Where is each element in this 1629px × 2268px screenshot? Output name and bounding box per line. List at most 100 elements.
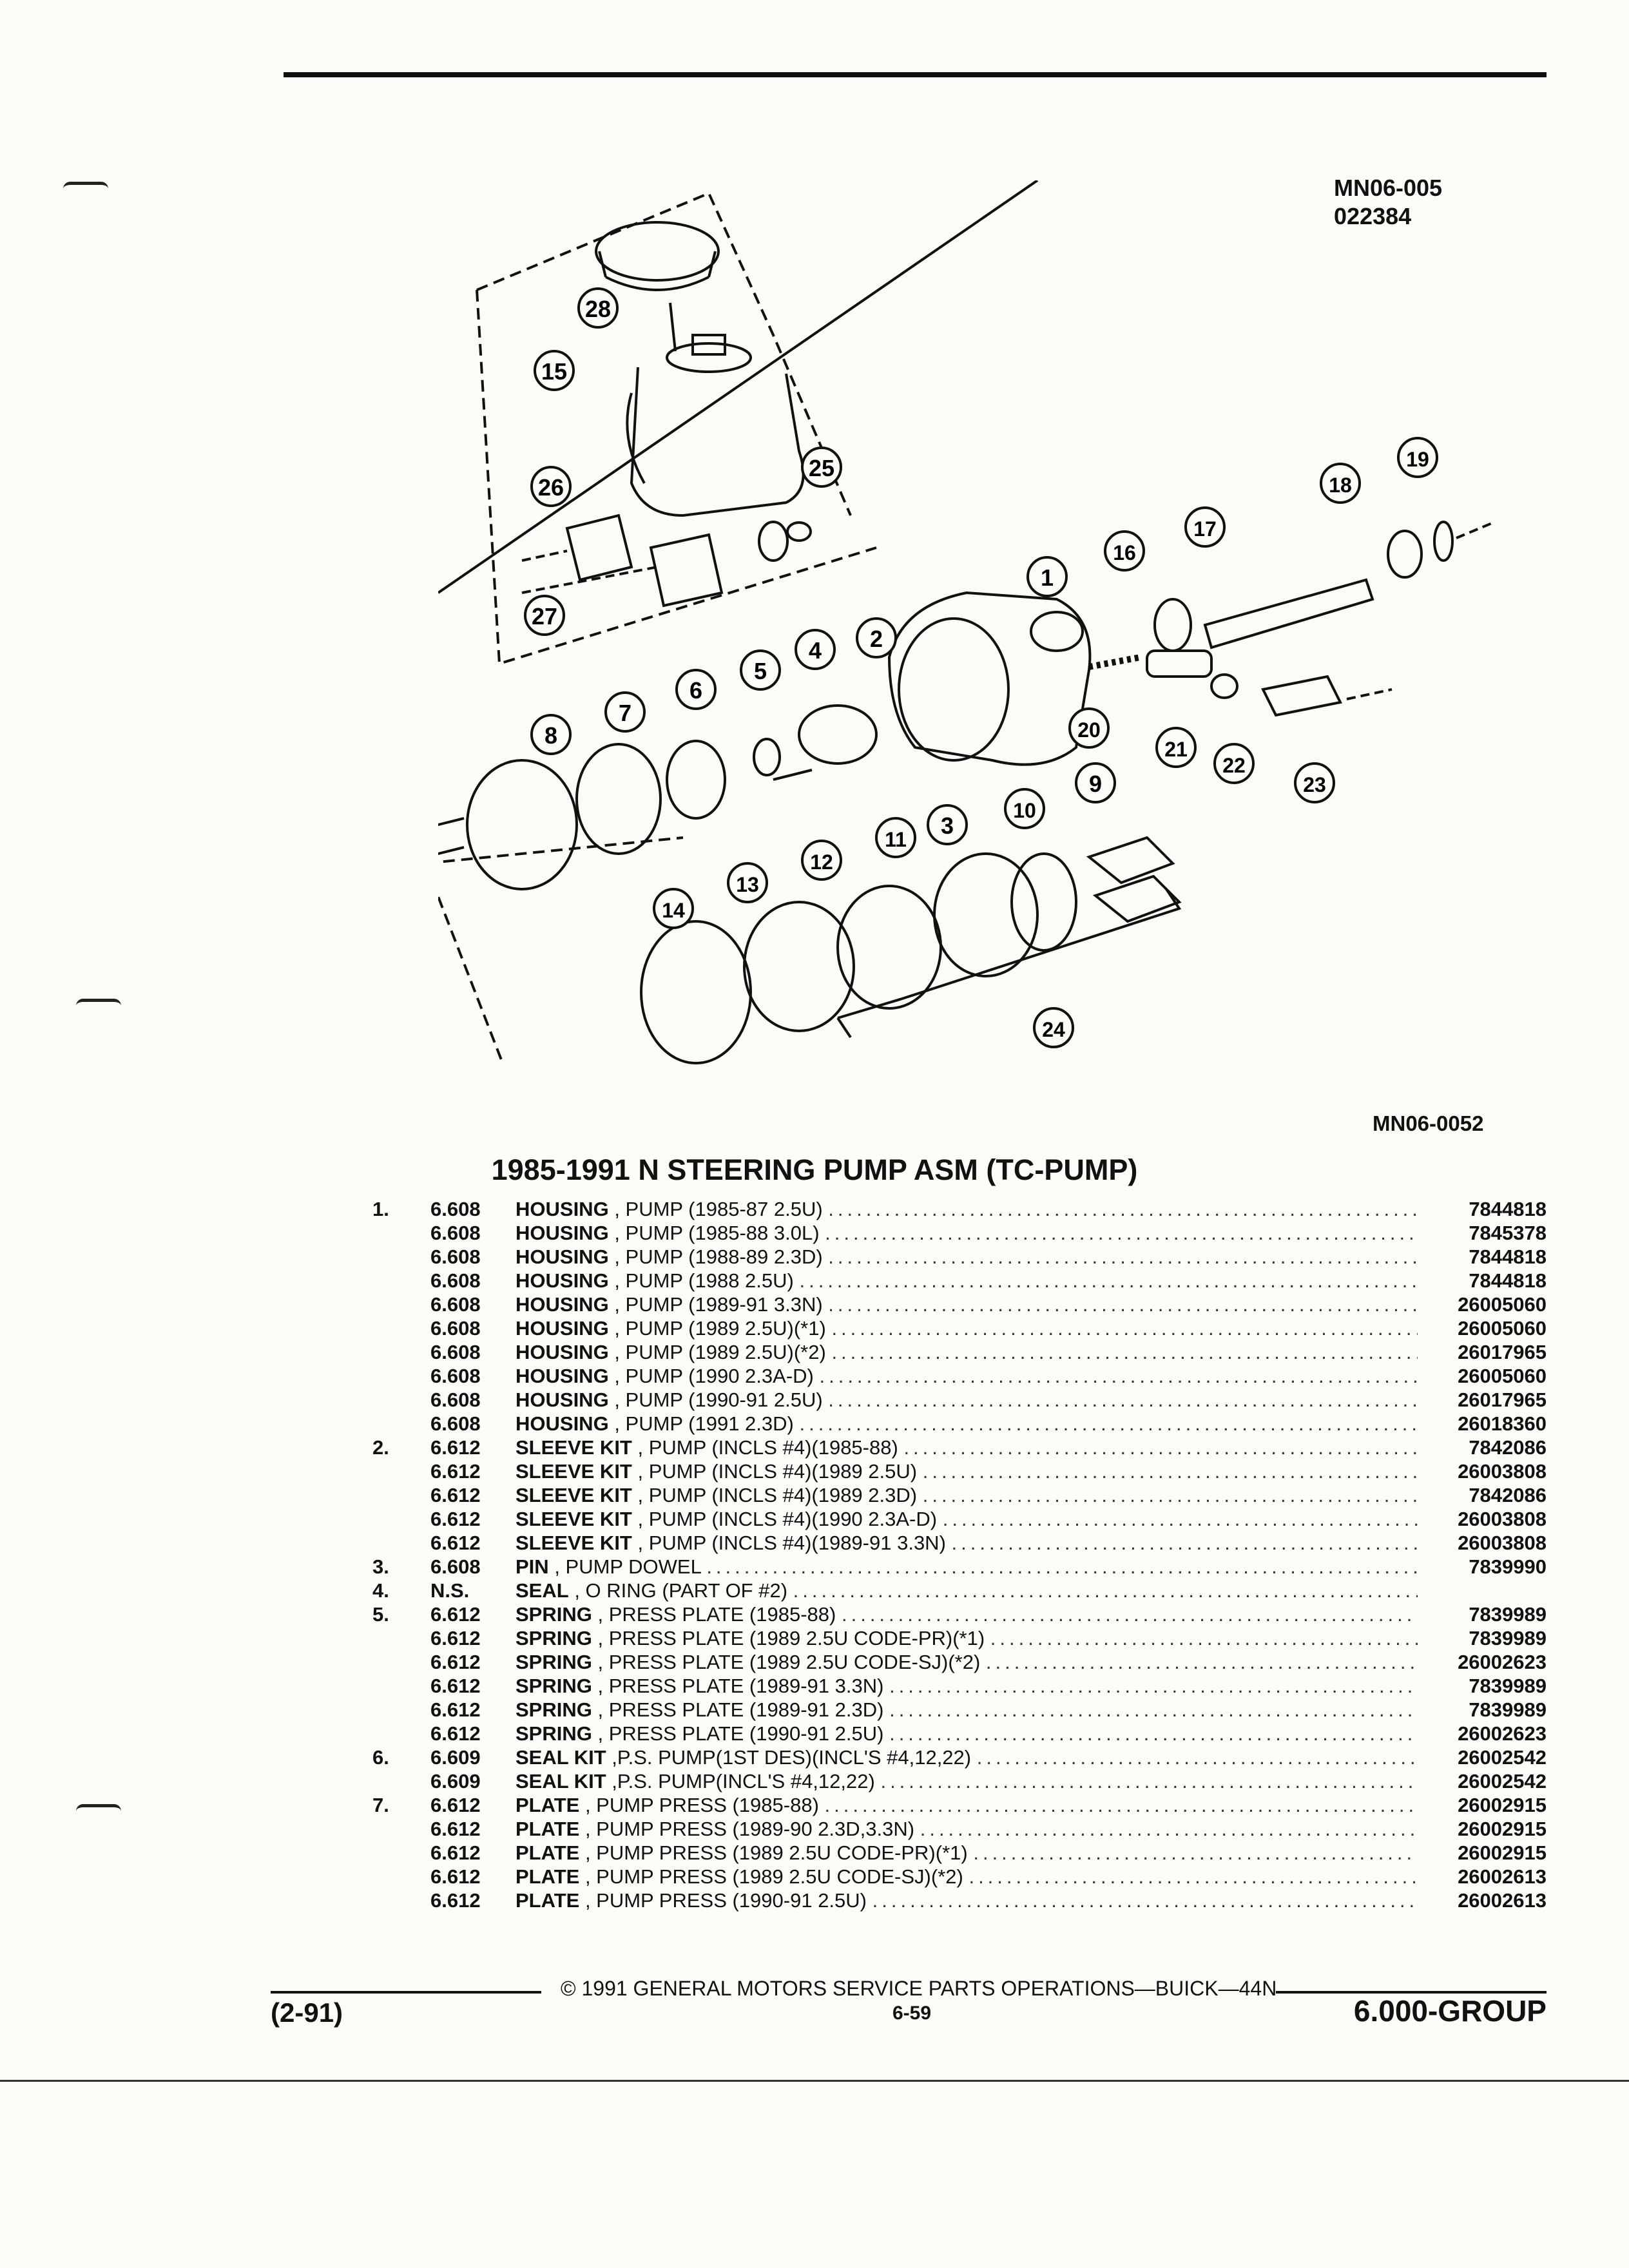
page-title: 1985-1991 N STEERING PUMP ASM (TC-PUMP) bbox=[491, 1153, 1138, 1186]
part-detail: , PUMP (INCLS #4)(1989-91 3.3N) bbox=[637, 1532, 946, 1554]
footer-rule-right bbox=[1276, 1991, 1547, 1994]
svg-text:18: 18 bbox=[1329, 474, 1352, 497]
part-detail: , PUMP PRESS (1990-91 2.5U) bbox=[584, 1889, 867, 1912]
group-code: 6.612 bbox=[430, 1722, 481, 1745]
callout-11: 11 bbox=[875, 817, 916, 858]
part-description: SLEEVE KIT , PUMP (INCLS #4)(1990 2.3A-D… bbox=[516, 1507, 1418, 1531]
part-description: SEAL KIT ,P.S. PUMP(INCL'S #4,12,22) ...… bbox=[516, 1769, 1418, 1793]
item-number: 6. bbox=[372, 1746, 389, 1769]
part-number: 26002915 bbox=[1458, 1794, 1547, 1816]
svg-text:3: 3 bbox=[941, 812, 954, 839]
svg-text:6: 6 bbox=[689, 677, 702, 704]
part-number: 7844818 bbox=[1469, 1245, 1547, 1268]
leader-dots: ........................................… bbox=[819, 1365, 1418, 1387]
svg-text:28: 28 bbox=[585, 296, 611, 322]
part-number: 26017965 bbox=[1458, 1341, 1547, 1363]
group-code: N.S. bbox=[430, 1579, 470, 1602]
reservoir-boundary bbox=[476, 191, 852, 516]
part-description: PLATE , PUMP PRESS (1989 2.5U CODE-PR)(*… bbox=[516, 1841, 1418, 1865]
part-description: HOUSING , PUMP (1990-91 2.5U) ..........… bbox=[516, 1388, 1418, 1412]
callout-15: 15 bbox=[534, 350, 575, 391]
part-name: PIN bbox=[516, 1555, 549, 1578]
group-code: 6.609 bbox=[430, 1770, 481, 1792]
callout-26: 26 bbox=[530, 466, 572, 507]
part-name: SPRING bbox=[516, 1722, 592, 1745]
item-number: 5. bbox=[372, 1603, 389, 1626]
part-number: 26002542 bbox=[1458, 1770, 1547, 1792]
callout-8: 8 bbox=[530, 714, 572, 755]
part-description: SEAL KIT ,P.S. PUMP(1ST DES)(INCL'S #4,1… bbox=[516, 1745, 1418, 1769]
part-description: SPRING , PRESS PLATE (1989-91 3.3N) ....… bbox=[516, 1674, 1418, 1698]
group-code: 6.612 bbox=[430, 1675, 481, 1697]
part-detail: , PUMP PRESS (1985-88) bbox=[584, 1794, 819, 1816]
cam-ring bbox=[933, 852, 1039, 977]
part-description: SPRING , PRESS PLATE (1990-91 2.5U) ....… bbox=[516, 1722, 1418, 1745]
svg-text:27: 27 bbox=[532, 603, 557, 629]
leader-dots: ........................................… bbox=[825, 1222, 1418, 1244]
part-name: HOUSING bbox=[516, 1412, 609, 1435]
part-detail: , PRESS PLATE (1989-91 3.3N) bbox=[597, 1675, 884, 1697]
svg-text:13: 13 bbox=[736, 873, 759, 896]
svg-text:16: 16 bbox=[1113, 541, 1136, 564]
leader-dots: ........................................… bbox=[831, 1341, 1418, 1363]
group-code: 6.612 bbox=[430, 1436, 481, 1459]
part-description: HOUSING , PUMP (1988-89 2.3D) ..........… bbox=[516, 1245, 1418, 1269]
svg-text:11: 11 bbox=[885, 828, 907, 851]
svg-text:17: 17 bbox=[1193, 517, 1217, 541]
part-description: SLEEVE KIT , PUMP (INCLS #4)(1985-88) ..… bbox=[516, 1436, 1418, 1459]
svg-text:4: 4 bbox=[809, 637, 822, 664]
part-description: SLEEVE KIT , PUMP (INCLS #4)(1989 2.3D) … bbox=[516, 1483, 1418, 1507]
pressure-plate bbox=[466, 759, 578, 890]
part-name: SLEEVE KIT bbox=[516, 1532, 632, 1554]
parts-row: 6.612 SLEEVE KIT , PUMP (INCLS #4)(1990 2… bbox=[372, 1507, 1547, 1531]
part-detail: , PUMP (1985-87 2.5U) bbox=[614, 1198, 823, 1220]
callout-28: 28 bbox=[577, 287, 619, 329]
margin-mark bbox=[76, 1804, 121, 1811]
part-detail: , PUMP (1991 2.3D) bbox=[614, 1412, 794, 1435]
leader-dots: ........................................… bbox=[922, 1460, 1418, 1483]
callout-1: 1 bbox=[1027, 556, 1068, 597]
part-detail: , PUMP (INCLS #4)(1985-88) bbox=[637, 1436, 898, 1459]
part-description: PLATE , PUMP PRESS (1989-90 2.3D,3.3N) .… bbox=[516, 1817, 1418, 1841]
group-code: 6.608 bbox=[430, 1293, 481, 1316]
callout-6: 6 bbox=[675, 669, 717, 710]
part-description: PLATE , PUMP PRESS (1989 2.5U CODE-SJ)(*… bbox=[516, 1865, 1418, 1888]
part-number: 7844818 bbox=[1469, 1198, 1547, 1220]
group-code: 6.612 bbox=[430, 1889, 481, 1912]
leader-dots: ........................................… bbox=[880, 1770, 1418, 1792]
part-number: 26017965 bbox=[1458, 1389, 1547, 1411]
bracket bbox=[649, 533, 724, 608]
end-plate bbox=[743, 901, 855, 1032]
callout-7: 7 bbox=[604, 691, 646, 733]
part-name: HOUSING bbox=[516, 1198, 609, 1220]
svg-text:22: 22 bbox=[1222, 754, 1246, 777]
group-code: 6.612 bbox=[430, 1508, 481, 1530]
part-description: HOUSING , PUMP (1985-87 2.5U) ..........… bbox=[516, 1197, 1418, 1221]
margin-mark bbox=[76, 999, 121, 1006]
callout-5: 5 bbox=[740, 649, 781, 691]
part-detail: , PRESS PLATE (1989 2.5U CODE-SJ)(*2) bbox=[597, 1651, 981, 1673]
part-number: 7839989 bbox=[1469, 1603, 1547, 1626]
leader-dots: ........................................… bbox=[799, 1412, 1418, 1435]
leader-dots: ........................................… bbox=[706, 1555, 1418, 1578]
bracket bbox=[565, 514, 633, 582]
callout-17: 17 bbox=[1184, 506, 1226, 548]
part-name: HOUSING bbox=[516, 1245, 609, 1268]
filler-cap bbox=[595, 221, 720, 282]
group-code: 6.612 bbox=[430, 1460, 481, 1483]
part-detail: , PUMP (1990-91 2.5U) bbox=[614, 1389, 823, 1411]
parts-row: 6.608 HOUSING , PUMP (1988-89 2.3D) .....… bbox=[372, 1245, 1547, 1269]
group-code: 6.612 bbox=[430, 1603, 481, 1626]
svg-text:24: 24 bbox=[1042, 1018, 1065, 1041]
svg-text:10: 10 bbox=[1013, 799, 1036, 822]
group-code: 6.608 bbox=[430, 1245, 481, 1268]
svg-text:1: 1 bbox=[1041, 564, 1054, 591]
part-number: 7842086 bbox=[1469, 1436, 1547, 1459]
part-detail: , PUMP (INCLS #4)(1989 2.5U) bbox=[637, 1460, 918, 1483]
